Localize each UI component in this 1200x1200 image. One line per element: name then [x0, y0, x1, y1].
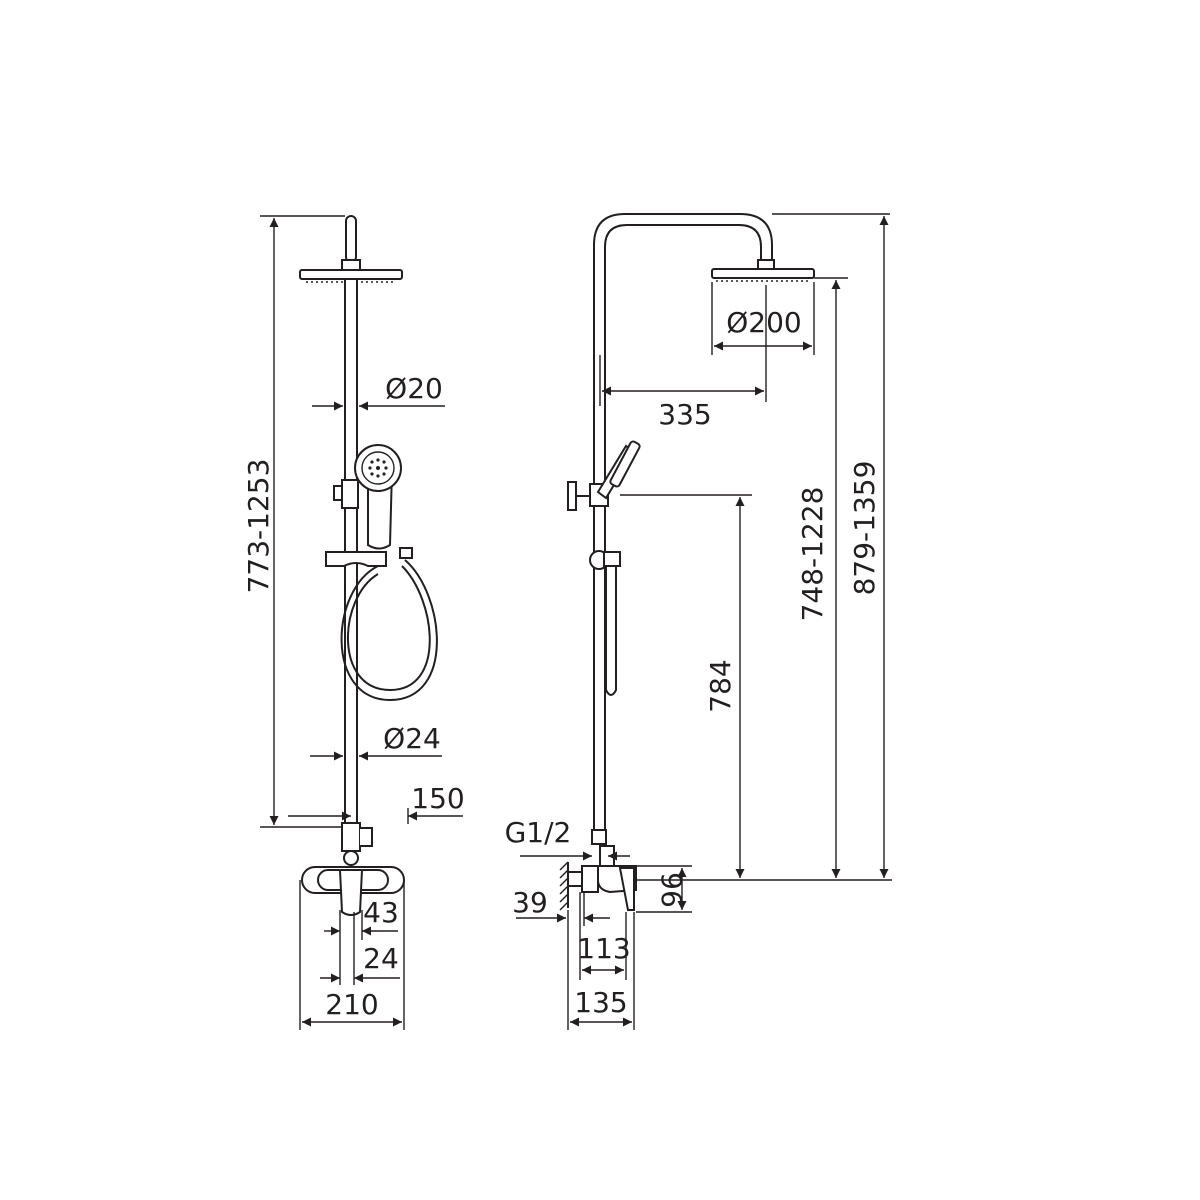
side-mixer-top — [599, 845, 615, 867]
front-diverter-nut — [343, 850, 359, 866]
front-slider — [325, 551, 387, 567]
front-view — [299, 215, 438, 916]
side-slider — [603, 551, 621, 567]
side-holder-knob — [567, 481, 577, 511]
label-diameter-24: Ø24 — [383, 722, 441, 755]
front-mixer-lever — [338, 869, 364, 916]
label-43: 43 — [363, 896, 399, 929]
front-hand-shower-nozzles — [368, 458, 388, 478]
side-dimensions: Ø200 335 784 748-1228 879-1359 G1/2 96 — [505, 213, 892, 1030]
label-depth-113: 113 — [577, 932, 630, 965]
label-wall-offset: 39 — [512, 886, 548, 919]
front-holder — [341, 479, 359, 509]
label-spout: 150 — [411, 782, 464, 815]
label-depth-135: 135 — [574, 986, 627, 1019]
side-mixer-lever — [618, 867, 635, 911]
label-slider-height: 784 — [704, 659, 737, 712]
front-hose-inner — [347, 565, 431, 692]
label-24: 24 — [363, 942, 399, 975]
front-top-riser — [345, 215, 357, 263]
side-hand-shower-head — [609, 440, 641, 488]
label-arm-reach: 335 — [658, 398, 711, 431]
front-dimensions: 773-1253 Ø20 Ø24 150 43 24 210 — [242, 215, 465, 1030]
side-column-outer — [593, 213, 773, 836]
side-shower-head — [711, 268, 815, 279]
label-thread: G1/2 — [505, 816, 572, 849]
front-hand-shower-face — [361, 451, 395, 485]
side-wall-hatch — [559, 861, 569, 911]
front-hose-fitting — [399, 547, 413, 559]
label-head-height: 748-1228 — [796, 487, 829, 622]
front-shower-head — [299, 269, 403, 280]
label-width: 210 — [325, 988, 378, 1021]
side-hose — [605, 566, 617, 696]
front-head-connector — [341, 259, 361, 271]
front-hose-outer — [340, 559, 438, 702]
side-diverter — [591, 829, 607, 845]
side-column-inner — [604, 224, 762, 836]
side-eccentric — [567, 871, 583, 887]
front-diverter-knob — [360, 827, 373, 847]
front-diverter — [341, 822, 361, 852]
side-view — [559, 213, 815, 911]
side-head-connector — [757, 259, 775, 270]
label-diameter-200: Ø200 — [726, 306, 801, 339]
label-diameter-20: Ø20 — [385, 372, 443, 405]
label-total-height: 879-1359 — [848, 461, 881, 596]
label-mixer-height: 96 — [655, 872, 688, 908]
side-connector — [581, 865, 599, 893]
label-front-height: 773-1253 — [242, 459, 275, 594]
